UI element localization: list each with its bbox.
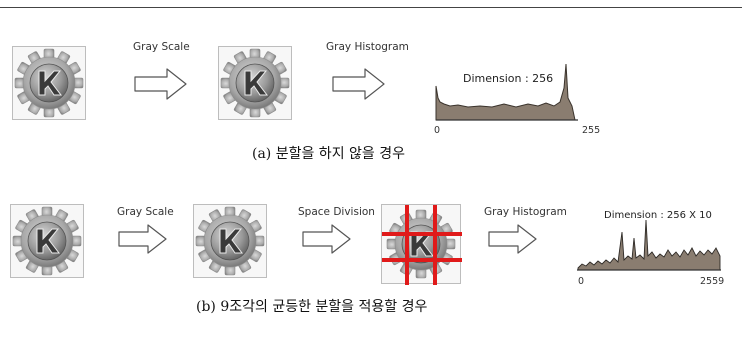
gear-k-logo-icon (220, 48, 290, 118)
top-rule (0, 7, 742, 8)
arrow-right-icon (488, 224, 537, 254)
gear-k-logo-icon (195, 206, 265, 276)
axis-end-a: 255 (582, 125, 601, 136)
arrow-right-icon (302, 224, 351, 254)
arrow-right-icon (118, 224, 167, 254)
gray-histogram-label-a: Gray Histogram (326, 41, 409, 53)
arrow-right-icon (134, 68, 187, 100)
gray-scale-label-b: Gray Scale (117, 206, 174, 218)
caption-a: (a) 분할을 하지 않을 경우 (252, 146, 405, 162)
gray-scale-label-a: Gray Scale (133, 41, 190, 53)
axis-start-a: 0 (434, 125, 441, 136)
histogram-a-chart (435, 63, 578, 121)
histogram-b-chart (577, 219, 721, 271)
grayscale-logo-image-a (218, 46, 292, 120)
space-division-label: Space Division (298, 206, 375, 218)
caption-b: (b) 9조각의 균등한 분할을 적용할 경우 (196, 299, 428, 315)
axis-end-b: 2559 (700, 276, 725, 287)
axis-start-b: 0 (578, 276, 585, 287)
division-grid-lines (382, 205, 462, 285)
gear-k-logo-icon (14, 48, 84, 118)
dimension-label-a: Dimension : 256 (463, 72, 554, 85)
dimension-label-b: Dimension : 256 X 10 (604, 210, 712, 221)
grayscale-logo-image-b (193, 204, 267, 278)
original-logo-image-b (10, 204, 84, 278)
divided-logo-image (381, 204, 462, 285)
arrow-right-icon (332, 68, 385, 100)
gray-histogram-label-b: Gray Histogram (484, 206, 567, 218)
gear-k-logo-icon (12, 206, 82, 276)
original-logo-image-a (12, 46, 86, 120)
